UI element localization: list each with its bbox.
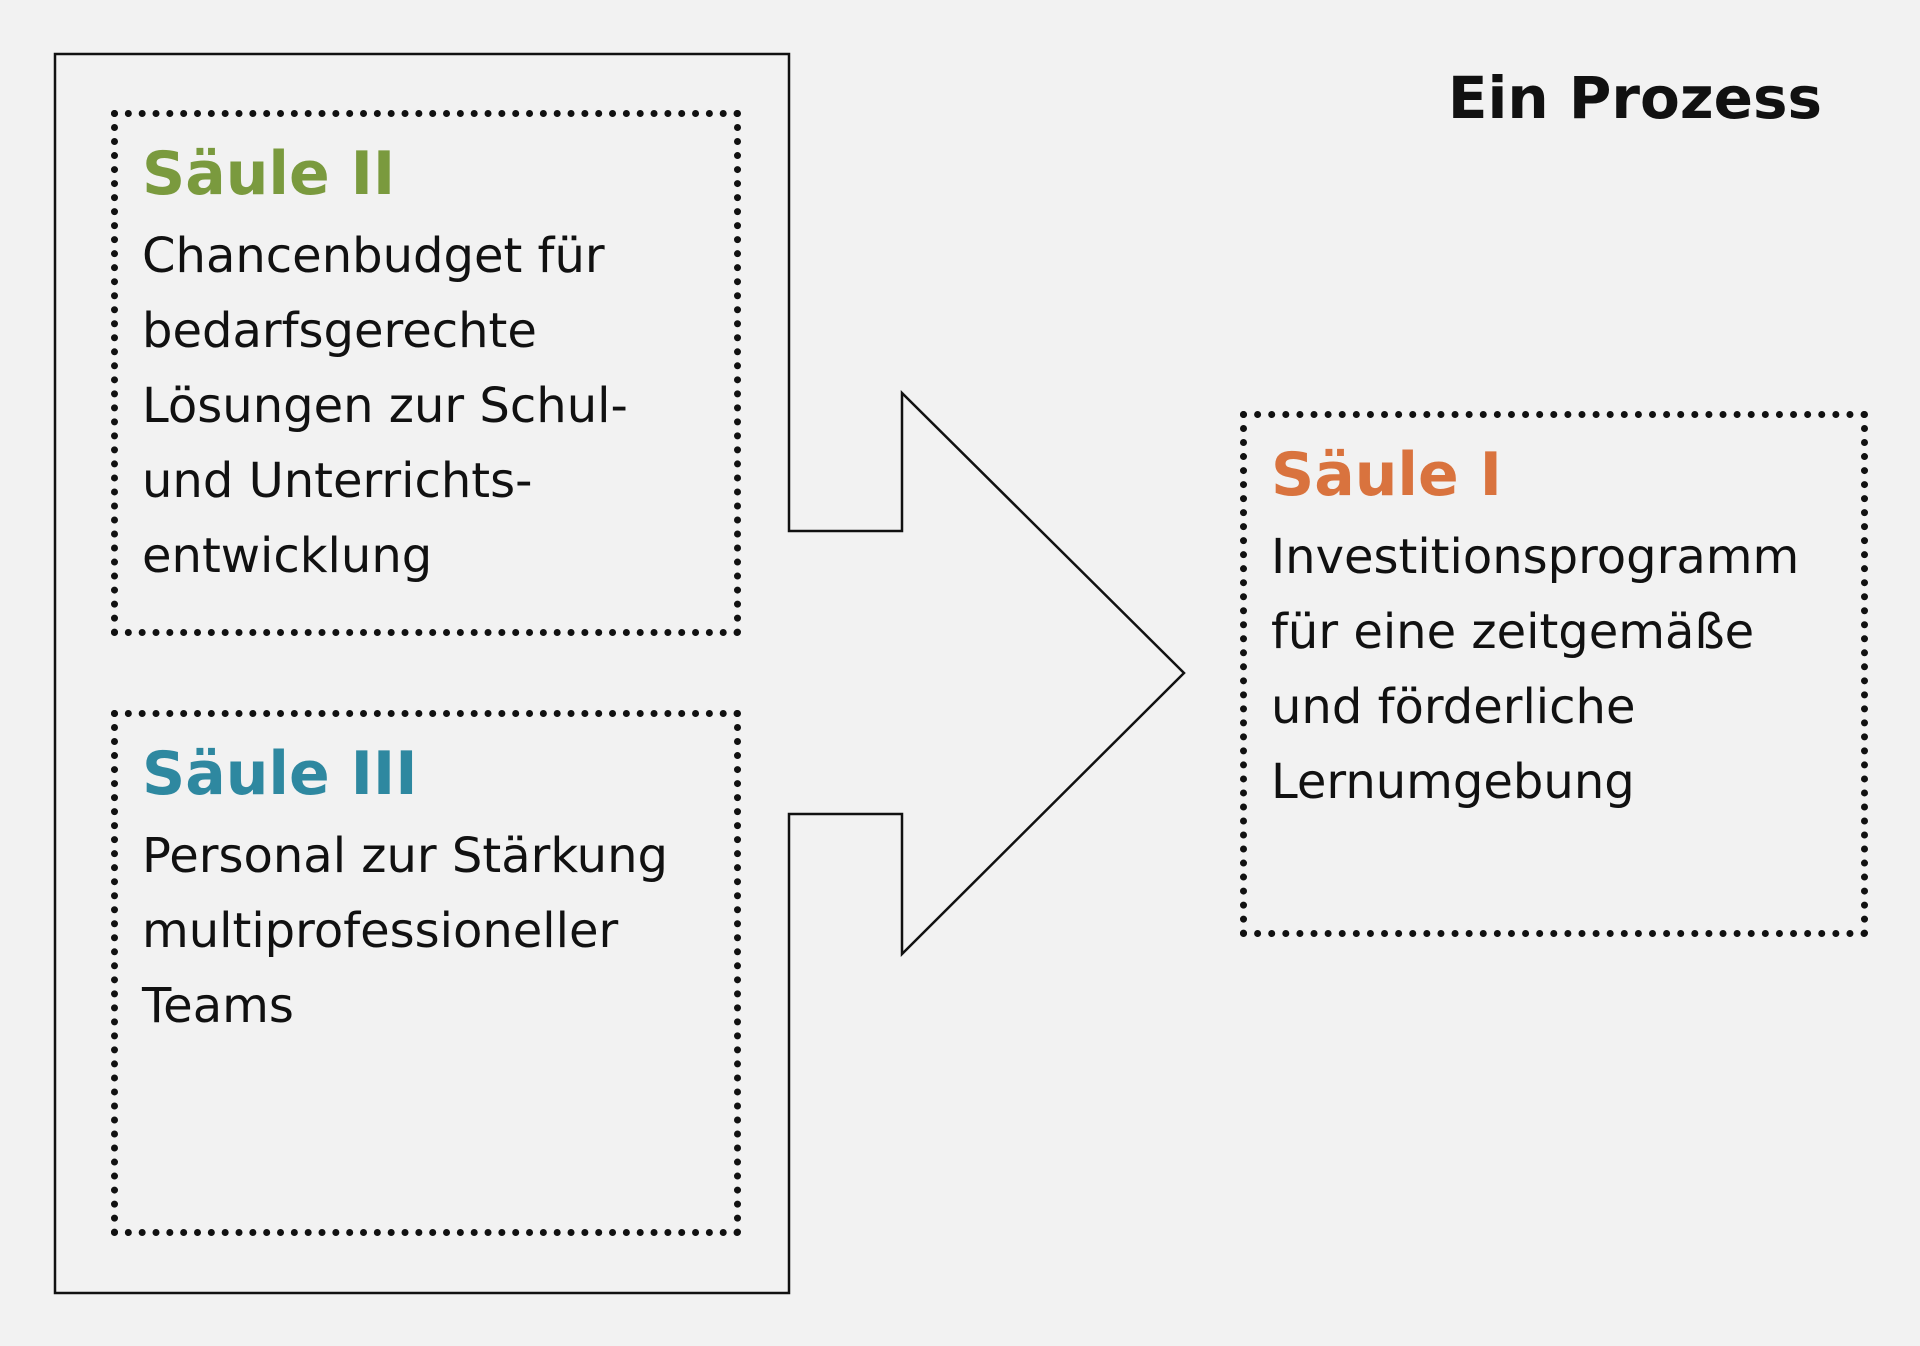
description-line: Teams (142, 978, 294, 1034)
process-title: Ein Prozess (1447, 64, 1822, 132)
description-line: bedarfsgerechte (142, 303, 537, 359)
pillar-title-saeule-1: Säule I (1271, 440, 1502, 510)
description-line: Chancenbudget für (142, 228, 605, 284)
pillar-description-saeule-2: Chancenbudget für bedarfsgerechte Lösung… (142, 219, 710, 594)
pillar-box-saeule-3: Säule III Personal zur Stärkung multipro… (111, 710, 741, 1236)
description-line: Lernumgebung (1271, 754, 1635, 810)
description-line: Lösungen zur Schul- (142, 378, 628, 434)
merge-arrow-shape (53, 52, 1186, 1295)
description-line: entwicklung (142, 528, 433, 584)
pillar-title-saeule-2: Säule II (142, 139, 396, 209)
description-line: Personal zur Stärkung (142, 828, 668, 884)
pillar-description-saeule-3: Personal zur Stärkung multiprofessionell… (142, 819, 710, 1044)
description-line: für eine zeitgemäße (1271, 604, 1755, 660)
description-line: Investitionsprogramm (1271, 529, 1800, 585)
description-line: und Unterrichts- (142, 453, 533, 509)
description-line: und förderliche (1271, 679, 1636, 735)
pillar-box-saeule-1: Säule I Investitionsprogramm für eine ze… (1240, 411, 1868, 937)
pillar-box-saeule-2: Säule II Chancenbudget für bedarfsgerech… (111, 110, 741, 636)
pillar-description-saeule-1: Investitionsprogramm für eine zeitgemäße… (1271, 520, 1837, 820)
description-line: multiprofessioneller (142, 903, 619, 959)
pillar-title-saeule-3: Säule III (142, 739, 418, 809)
